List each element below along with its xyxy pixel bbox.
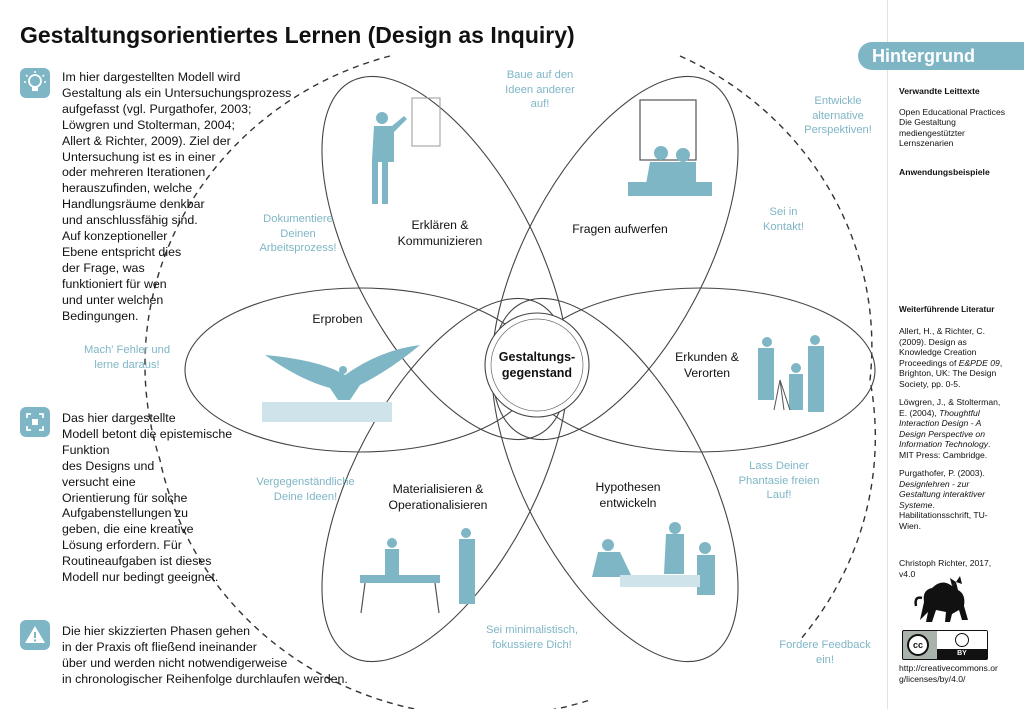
black-cat-icon bbox=[914, 576, 968, 622]
license-url[interactable]: http://creativecommons.or g/licenses/by/… bbox=[899, 663, 998, 684]
tip-contact: Sei in Kontakt! bbox=[762, 206, 805, 233]
tip-build-on: Baue auf den Ideen anderer auf! bbox=[505, 69, 575, 110]
intro-paragraph: Im hier dargestellten Modell wird Gestal… bbox=[62, 70, 292, 323]
illustration-audience bbox=[628, 99, 712, 196]
illustration-team-table bbox=[592, 522, 715, 595]
background-badge: Hintergrund bbox=[858, 42, 1024, 70]
tip-visualize: Vergegenständliche Deine Ideen! bbox=[256, 476, 355, 503]
examples-heading: Anwendungsbeispiele bbox=[899, 167, 990, 177]
ellipse-explain bbox=[321, 75, 569, 441]
tip-document: Dokumentiere Deinen Arbeitsprozess! bbox=[259, 213, 337, 254]
cc-by-icon[interactable]: cc BY bbox=[902, 630, 988, 660]
license-by-label: BY bbox=[937, 649, 987, 659]
phase-explore: Erkunden & Verorten bbox=[675, 350, 739, 380]
focus-paragraph: Das hier dargestellte Modell betont die … bbox=[62, 411, 233, 585]
reference-purgathofer: Purgathofer, P. (2003). Designlehren - z… bbox=[899, 468, 988, 531]
lightbulb-icon bbox=[20, 68, 50, 98]
sidebar-divider bbox=[887, 0, 888, 709]
cc-logo-icon: cc bbox=[907, 634, 929, 656]
illustration-surveyors bbox=[758, 335, 824, 412]
tip-develop-alternatives: Entwickle alternative Perspektiven! bbox=[804, 95, 872, 136]
phase-question: Fragen aufwerfen bbox=[572, 222, 668, 236]
related-item[interactable]: mediengestützter bbox=[899, 127, 965, 138]
tip-mistakes: Mach' Fehler und lerne daraus! bbox=[83, 344, 171, 371]
illustration-workbench bbox=[360, 528, 475, 614]
focus-frame-icon bbox=[20, 407, 50, 437]
ellipse-question bbox=[491, 75, 739, 441]
author-credit: Christoph Richter, 2017, v4.0 bbox=[899, 558, 992, 579]
literature-heading: Weiterführende Literatur bbox=[899, 305, 995, 314]
reference-lowgren: Löwgren, J., & Stolterman, E. (2004), Th… bbox=[899, 397, 1001, 460]
illustration-bird-flyer bbox=[262, 345, 420, 422]
phase-materialize: Materialisieren & Operationalisieren bbox=[388, 482, 488, 512]
center-circle bbox=[484, 312, 590, 418]
ellipse-materialize bbox=[321, 297, 569, 663]
related-section: Verwandte Leittexte Open Educational Pra… bbox=[899, 86, 1017, 149]
related-item[interactable]: Open Educational Practices bbox=[899, 106, 1006, 117]
related-item[interactable]: Die Gestaltung bbox=[899, 117, 956, 127]
warning-icon bbox=[20, 620, 50, 650]
phase-explain: Erklären & Kommunizieren bbox=[397, 218, 483, 248]
tip-minimalist: Sei minimalistisch, fokussiere Dich! bbox=[485, 624, 578, 651]
ellipse-hypothesize bbox=[491, 297, 739, 663]
phase-hypothesize: Hypothesen entwickeln bbox=[595, 480, 661, 510]
tip-feedback: Fordere Feedback ein! bbox=[779, 639, 871, 666]
person-icon bbox=[955, 633, 969, 647]
tip-imagination: Lass Deiner Phantasie freien Lauf! bbox=[738, 460, 820, 501]
phase-test: Erproben bbox=[312, 312, 363, 326]
reference-allert: Allert, H., & Richter, C. (2009). Design… bbox=[899, 326, 1003, 389]
related-item[interactable]: Lernszenarien bbox=[899, 138, 954, 148]
illustration-presenter bbox=[372, 97, 441, 204]
warning-paragraph: Die hier skizzierten Phasen gehen in der… bbox=[62, 624, 348, 686]
center-label: Gestaltungs- gegenstand bbox=[498, 350, 576, 380]
page-title: Gestaltungsorientiertes Lernen (Design a… bbox=[20, 22, 575, 48]
